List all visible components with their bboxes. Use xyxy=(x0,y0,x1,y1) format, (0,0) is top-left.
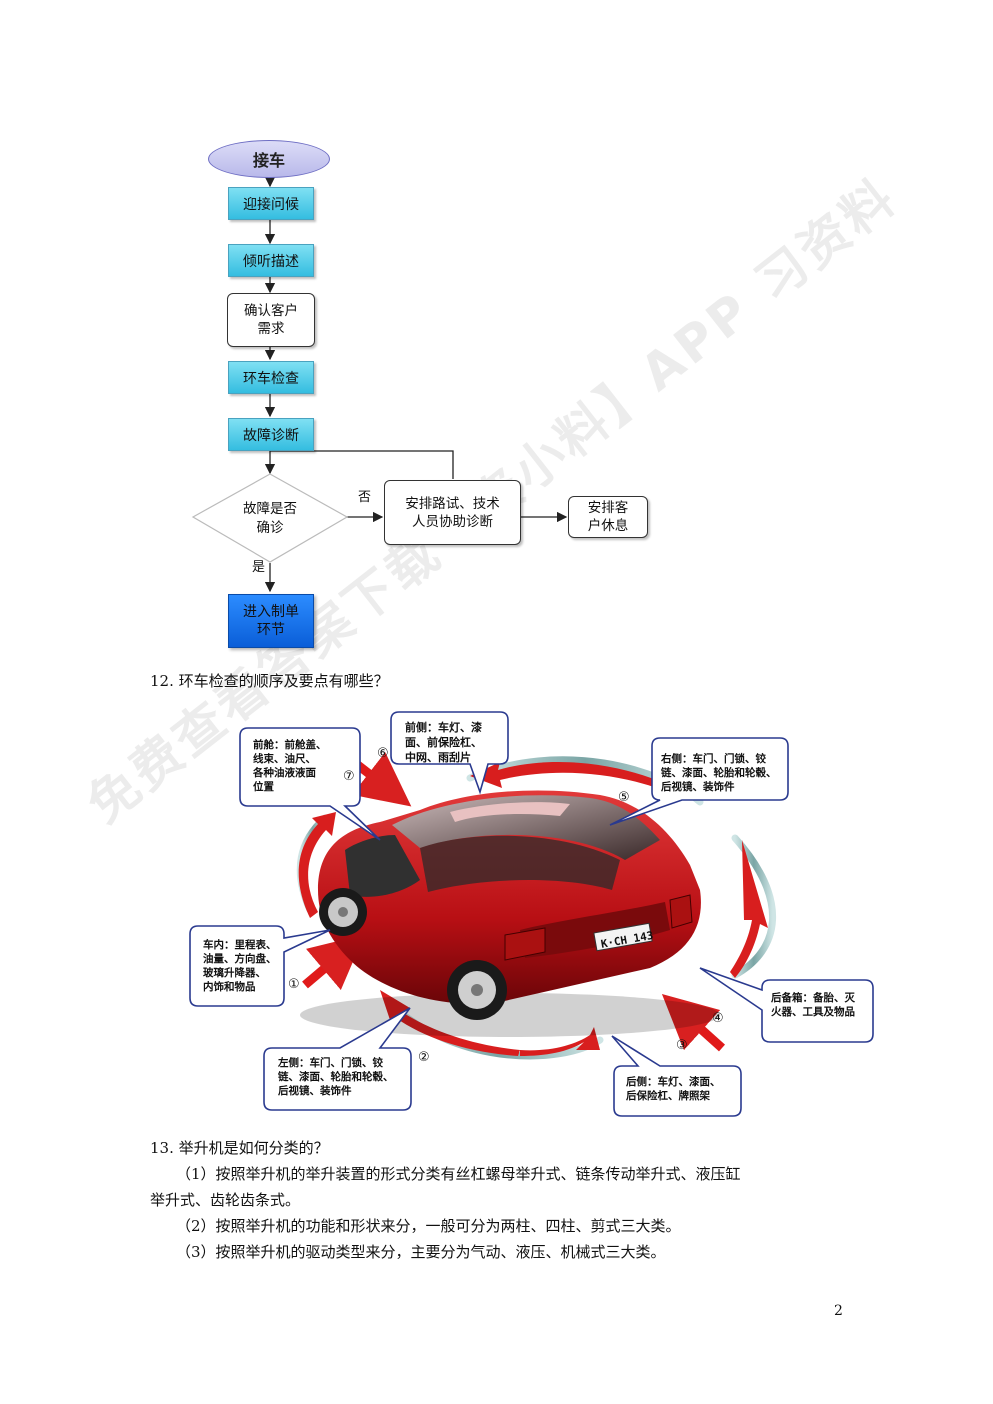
flow-start-oval: 接车 xyxy=(208,140,330,178)
callout-rear: 后侧：车灯、漆面、后保险杠、牌照架 xyxy=(626,1076,721,1102)
flow-step-confirm: 确认客户需求 xyxy=(227,293,315,347)
callout-right: 右侧：车门、门锁、铰链、漆面、轮胎和轮毂、后视镜、装饰件 xyxy=(661,753,777,793)
callout-front: 前侧：车灯、漆面、前保险杠、中网、雨刮片 xyxy=(405,721,482,764)
callout-front-box xyxy=(390,711,509,795)
decision-diamond xyxy=(191,473,349,563)
arrow-right-curve xyxy=(730,840,768,978)
arrow-left-curve xyxy=(298,812,336,918)
arrow-bottom-right xyxy=(520,1027,600,1056)
callout-trunk-box xyxy=(699,967,874,1043)
callout-interior: 车内：里程表、油量、方向盘、玻璃升降器、内饰和物品 xyxy=(203,939,277,993)
callout-trunk: 后备箱：备胎、灭火器、工具及物品 xyxy=(771,992,855,1018)
step-number-6: ⑥ xyxy=(377,746,389,761)
swoop-right xyxy=(731,834,776,979)
step-number-3: ③ xyxy=(676,1038,688,1053)
q13-paragraph-2: （2）按照举升机的功能和形状来分，一般可分为两柱、四柱、剪式三大类。 xyxy=(176,1217,681,1235)
flow-step-rest: 安排客户休息 xyxy=(568,496,648,538)
flow-decision-text: 故障是否确诊 xyxy=(243,501,297,536)
flow-label-no: 否 xyxy=(358,490,372,505)
arrow-top-curve xyxy=(470,762,690,800)
flowchart-connectors xyxy=(191,176,568,593)
flow-step-diagnose: 故障诊断 xyxy=(228,418,314,451)
flow-end: 进入制单环节 xyxy=(228,594,314,648)
q13-paragraph-3: （3）按照举升机的驱动类型来分，主要分为气动、液压、机械式三大类。 xyxy=(176,1243,666,1261)
question-13-heading: 13. 举升机是如何分类的？ xyxy=(150,1139,329,1157)
step-number-2: ② xyxy=(418,1050,430,1065)
page-number: 2 xyxy=(834,1303,843,1319)
flow-step-walkaround: 环车检查 xyxy=(228,361,314,394)
flow-step-greet: 迎接问候 xyxy=(228,187,314,220)
step-number-7: ⑦ xyxy=(343,769,355,784)
arrow-bottom-left xyxy=(380,990,520,1056)
callout-rear-box xyxy=(611,1035,742,1117)
step-number-1: ① xyxy=(288,977,300,992)
question-12-heading: 12. 环车检查的顺序及要点有哪些？ xyxy=(150,672,389,690)
q13-paragraph-1-line-1: （1）按照举升机的举升装置的形式分类有丝杠螺母举升式、链条传动举升式、液压缸 xyxy=(176,1165,741,1183)
q13-paragraph-1-line-2: 举升式、齿轮齿条式。 xyxy=(150,1191,301,1209)
callout-front-hood-box xyxy=(239,727,381,841)
flow-step-listen: 倾听描述 xyxy=(228,244,314,277)
flow-label-yes: 是 xyxy=(252,560,266,575)
callout-left-box xyxy=(263,1007,412,1111)
callout-right-box xyxy=(609,737,789,826)
car-inspection-diagram: K·CH 143 xyxy=(189,711,874,1117)
step-number-4: ④ xyxy=(712,1011,724,1026)
step-number-5: ⑤ xyxy=(618,790,630,805)
red-sedan-illustration: K·CH 143 xyxy=(300,790,720,1037)
flow-step-assist: 安排路试、技术人员协助诊断 xyxy=(384,480,521,545)
callout-interior-box xyxy=(189,925,331,1007)
callout-front-hood: 前舱：前舱盖、线束、油尺、各种油液液面位置 xyxy=(253,739,327,793)
callout-left: 左侧：车门、门锁、铰链、漆面、轮胎和轮毂、后视镜、装饰件 xyxy=(278,1057,394,1097)
